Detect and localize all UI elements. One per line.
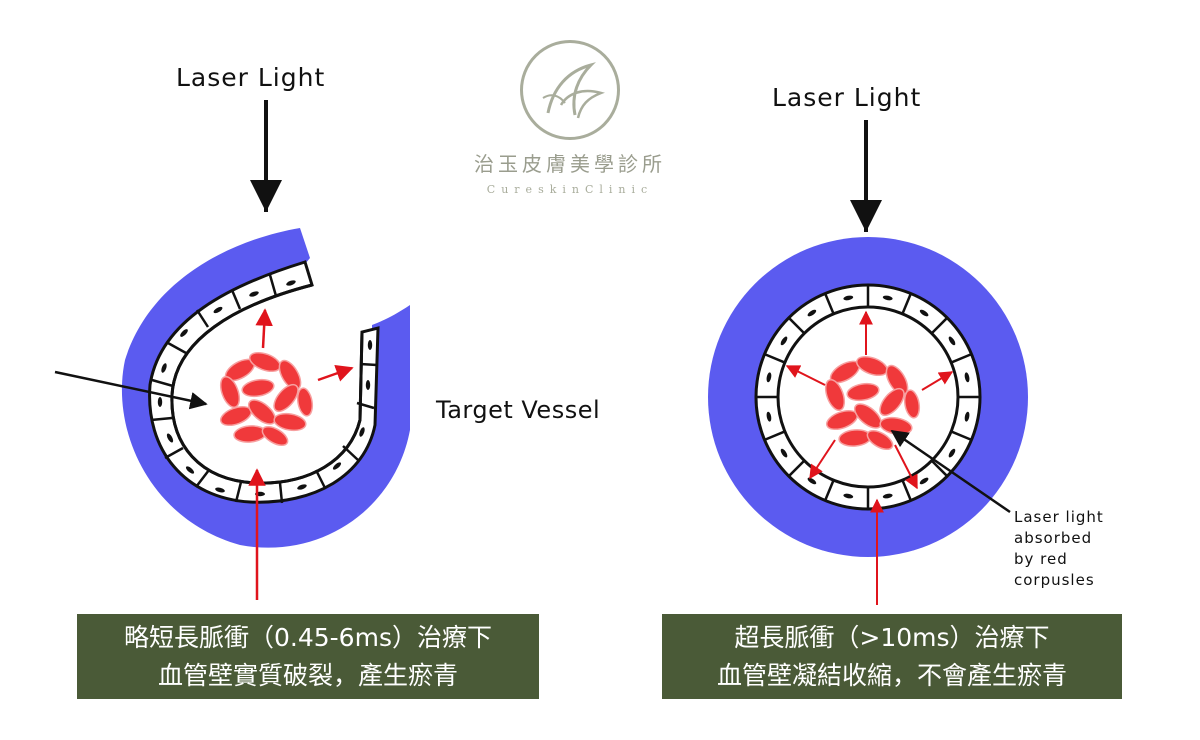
cell-divider <box>823 479 835 501</box>
cell-divider <box>764 430 786 442</box>
cell-divider <box>901 293 913 315</box>
cell-nucleus <box>882 295 893 301</box>
cell-nucleus <box>843 493 854 499</box>
cell-nucleus <box>780 336 788 346</box>
target-vessel-label: Target Vessel <box>435 396 600 424</box>
cell-divider <box>930 316 949 335</box>
cell-nucleus <box>766 372 772 383</box>
cell-nucleus <box>843 295 854 301</box>
cell-nucleus <box>964 411 970 422</box>
left-red-cell-cluster <box>219 351 314 447</box>
cell-nucleus <box>807 309 817 317</box>
logo-emblem <box>520 40 620 140</box>
cell-nucleus <box>766 411 772 422</box>
cell-nucleus <box>919 309 929 317</box>
cell-nucleus <box>948 336 956 346</box>
cell-nucleus <box>964 372 970 383</box>
cell-divider <box>901 479 913 501</box>
cell-divider <box>787 459 806 478</box>
absorbed-label-line-1: Laser light <box>1014 508 1104 526</box>
logo-name-zh: 治玉皮膚美學診所 <box>474 152 666 176</box>
cell-divider <box>823 293 835 315</box>
caption-left-line-2: 血管壁實質破裂，產生瘀青 <box>157 661 458 690</box>
logo-name-en: CureskinClinic <box>486 183 654 196</box>
cell-divider <box>787 316 806 335</box>
right-red-cell-cluster <box>824 355 921 451</box>
absorbed-label-line-4: corpusles <box>1014 571 1095 589</box>
caption-left-line-1: 略短長脈衝（0.45-6ms）治療下 <box>124 623 492 652</box>
absorbed-label-line-3: by red <box>1014 550 1068 568</box>
cell-divider <box>930 459 949 478</box>
caption-left: 略短長脈衝（0.45-6ms）治療下 血管壁實質破裂，產生瘀青 <box>77 614 539 699</box>
laser-light-label-right: Laser Light <box>772 83 921 112</box>
cell-nucleus <box>919 477 929 485</box>
right-vessel <box>708 120 1028 605</box>
cell-nucleus <box>882 493 893 499</box>
left-vessel-outer-wall <box>121 228 411 548</box>
cell-divider <box>950 352 972 364</box>
caption-right: 超長脈衝（>10ms）治療下 血管壁凝結收縮，不會產生瘀青 <box>662 614 1122 699</box>
caption-right-line-1: 超長脈衝（>10ms）治療下 <box>734 623 1050 652</box>
clinic-logo: 治玉皮膚美學診所 CureskinClinic <box>440 40 700 210</box>
cell-divider <box>950 430 972 442</box>
cell-nucleus <box>780 448 788 458</box>
cell-nucleus <box>807 477 817 485</box>
caption-right-line-2: 血管壁凝結收縮，不會產生瘀青 <box>716 661 1067 690</box>
absorbed-label-line-2: absorbed <box>1014 529 1092 547</box>
cell-divider <box>764 352 786 364</box>
left-vessel <box>54 100 411 600</box>
laser-light-label-left: Laser Light <box>176 63 325 92</box>
cell-nucleus <box>948 448 956 458</box>
